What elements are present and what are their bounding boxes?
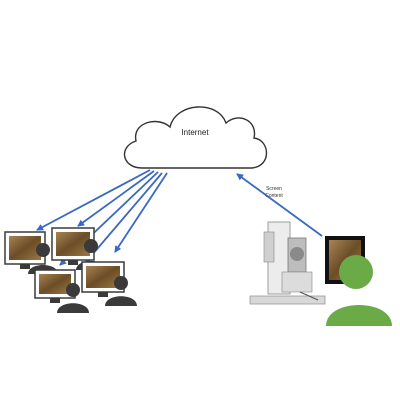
slit-lamp-icon bbox=[249, 221, 326, 305]
person-icon bbox=[66, 283, 80, 297]
viewer-3 bbox=[34, 269, 89, 313]
cloud-label: Internet bbox=[181, 128, 209, 137]
person-icon bbox=[84, 239, 98, 253]
viewer-4 bbox=[81, 261, 137, 306]
arrow-to-cloud bbox=[236, 173, 323, 237]
viewer-group bbox=[4, 227, 137, 313]
screen-content-label: Screen Content bbox=[252, 186, 296, 200]
viewer-1 bbox=[4, 231, 58, 274]
person-icon bbox=[114, 276, 128, 290]
arrow-to-viewer-4 bbox=[85, 172, 163, 263]
internet-cloud-icon bbox=[124, 106, 268, 169]
arrow-to-viewer-5 bbox=[114, 172, 168, 253]
person-icon bbox=[36, 243, 50, 257]
link-label-line-1: Screen bbox=[266, 186, 282, 192]
arrow-to-viewer-1 bbox=[36, 169, 151, 231]
arrows-to-viewers bbox=[36, 169, 168, 266]
presenter-station bbox=[249, 221, 392, 326]
presenter-person-icon bbox=[339, 255, 373, 289]
link-label-line-2: Content bbox=[265, 193, 283, 199]
arrow-to-viewer-2 bbox=[77, 170, 155, 227]
